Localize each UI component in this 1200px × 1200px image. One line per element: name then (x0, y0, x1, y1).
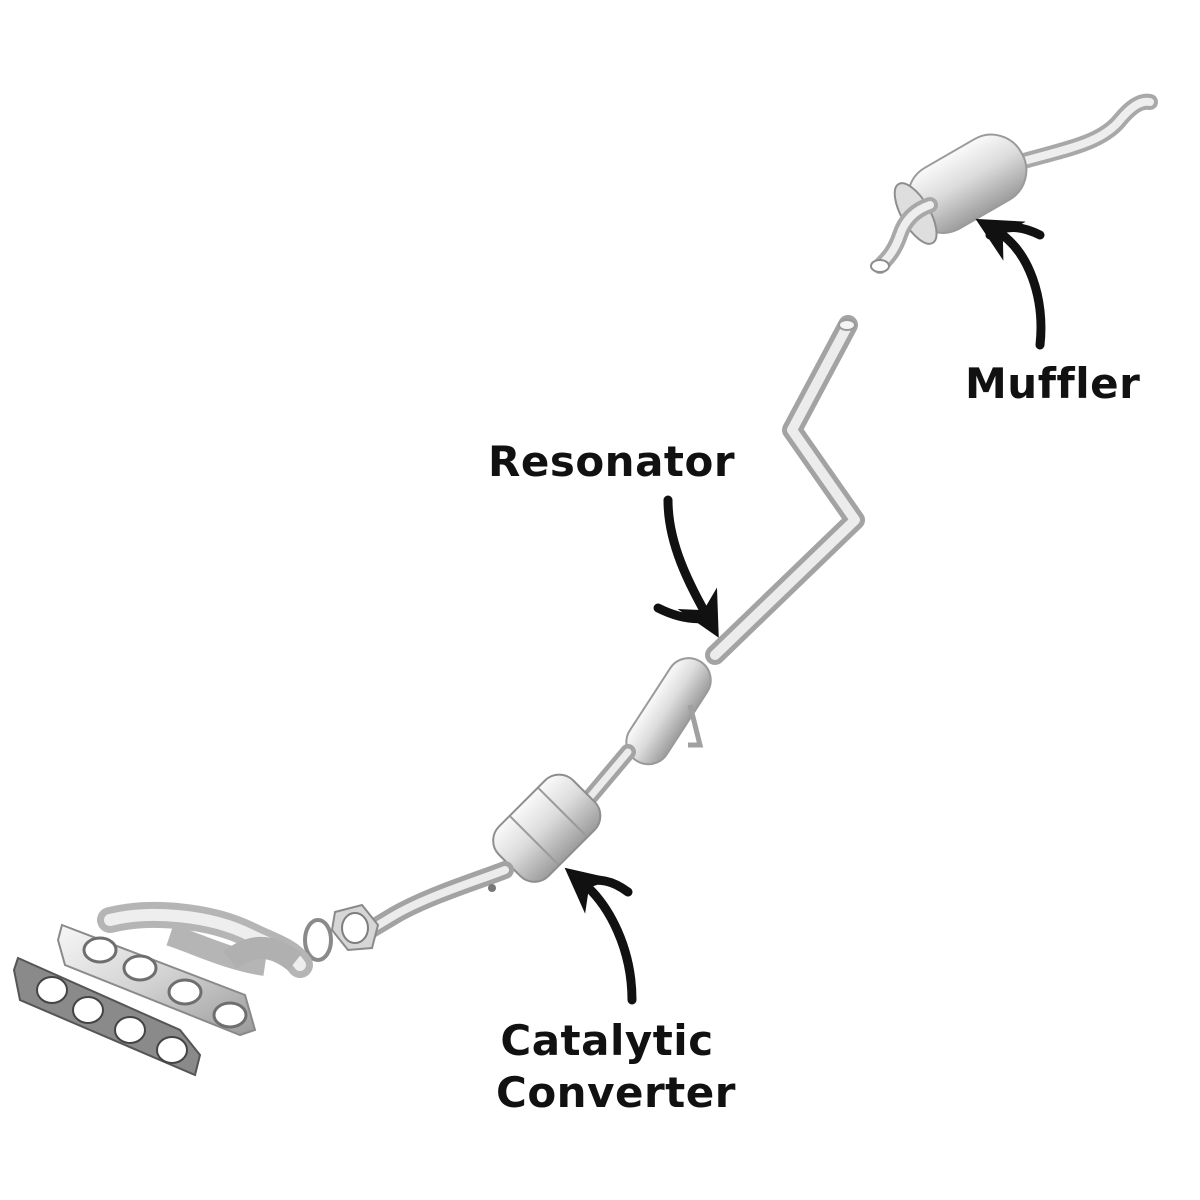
curved-arrow-icon (653, 603, 713, 624)
catalytic-converter-label: Catalytic Converter (496, 1015, 736, 1119)
catalytic-converter-label-line2: Converter (496, 1068, 736, 1117)
resonator-part (567, 657, 712, 823)
exhaust-manifold (56, 902, 313, 1037)
ring-gasket (303, 918, 333, 962)
curved-arrow-icon (985, 223, 1045, 240)
curved-arrow-icon (663, 495, 719, 638)
muffler-assembly (870, 93, 1158, 274)
catalytic-converter-part (303, 773, 602, 962)
curved-arrow-icon (975, 218, 1046, 350)
mid-pipe (705, 315, 865, 665)
catalytic-converter-label-line1: Catalytic (500, 1016, 714, 1065)
curved-arrow-icon (564, 867, 637, 1005)
manifold-gasket (12, 956, 202, 1077)
resonator-label: Resonator (488, 437, 736, 486)
curved-arrow-icon (577, 875, 633, 897)
muffler-label: Muffler (965, 359, 1141, 408)
